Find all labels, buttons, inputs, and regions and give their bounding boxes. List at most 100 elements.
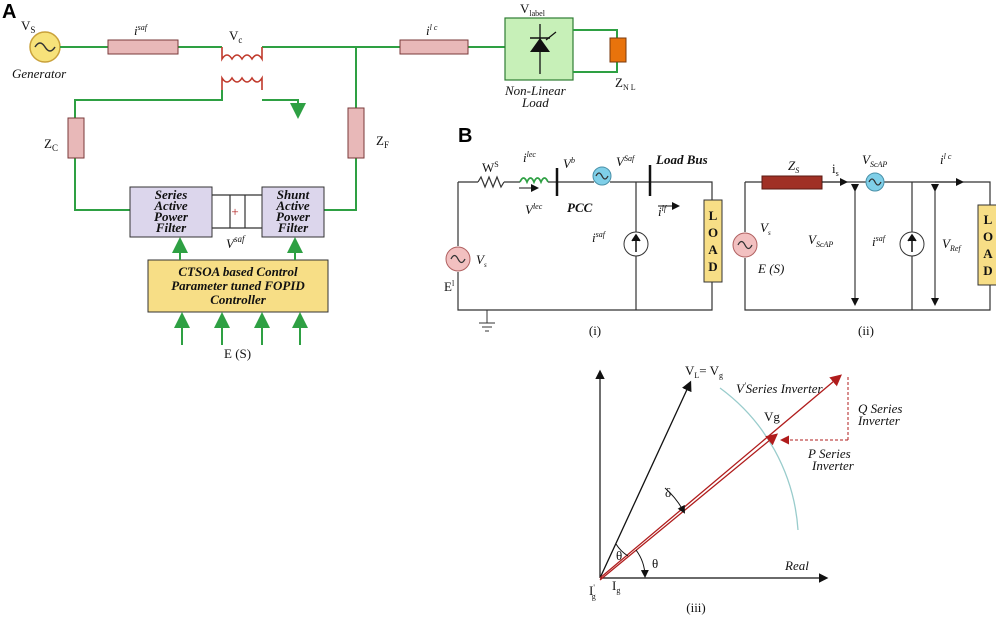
vc-label: Vc — [229, 28, 242, 45]
caption-ii: (ii) — [858, 323, 874, 338]
ilc-label-ii: il c — [940, 152, 952, 167]
series-branch-wire — [74, 90, 223, 211]
vg-label: Vg — [764, 409, 780, 424]
shunt-line2: Active — [275, 198, 309, 213]
vscap-label: VScAP — [808, 232, 833, 249]
circuit-i-wire — [457, 181, 713, 311]
vsaf-label-a: Vsaf — [226, 234, 246, 251]
v-series-phasor — [599, 374, 842, 579]
es-label-a: E (S) — [224, 346, 251, 361]
delta-label: δ — [665, 485, 671, 500]
theta2-arc — [635, 549, 649, 578]
ig-label: Ig — [612, 578, 620, 595]
ilc-label-a: il c — [426, 23, 438, 38]
zf-label: ZF — [376, 133, 389, 150]
is-label: is — [832, 161, 839, 178]
isaf-label-ii: isaf — [872, 234, 887, 249]
shunt-line1: Shunt — [277, 187, 310, 202]
caption-iii: (iii) — [686, 600, 706, 615]
shunt-branch-wire — [322, 47, 357, 211]
theta1-label: θ — [616, 548, 622, 563]
p-line1: P Series — [807, 446, 851, 461]
ig-prime-label: I'g — [589, 583, 596, 601]
series-apf-box — [129, 186, 213, 238]
dc-link-wire — [212, 194, 262, 229]
isaf-label-b: isaf — [592, 230, 607, 245]
isaf-resistor — [107, 39, 179, 55]
v-series-label: V'Series Inverter — [736, 381, 824, 396]
q-line2: Inverter — [857, 413, 901, 428]
dc-link-capacitor-icon: + — [231, 204, 238, 219]
shunt-line4: Filter — [277, 220, 309, 235]
series-line4: Filter — [155, 220, 187, 235]
ws-resistor-icon — [477, 175, 505, 189]
nll-line1: Non-Linear — [504, 83, 567, 98]
shunt-line3: Power — [276, 209, 311, 224]
zc-impedance — [67, 117, 85, 159]
q-line1: Q Series — [858, 401, 902, 416]
vsaf-label-b: VSaf — [616, 154, 636, 169]
delta-arc — [664, 487, 685, 514]
theta2-label: θ — [652, 556, 658, 571]
ctrl-line3: Controller — [210, 292, 267, 307]
vref-label: VRef — [942, 236, 962, 253]
load-bus-label: Load Bus — [655, 152, 708, 167]
ws-label: WS — [482, 160, 499, 175]
ctrl-line2: Parameter tuned FOPID — [171, 278, 305, 293]
vscap-top-label: VScAP — [862, 152, 887, 169]
e-label-i: El — [444, 279, 455, 294]
vs-label: VS — [21, 18, 35, 35]
znl-wire — [573, 29, 618, 73]
real-label: Real — [784, 558, 809, 573]
load-ii-box — [977, 204, 996, 286]
locus-arc — [719, 387, 799, 531]
caption-i: (i) — [589, 323, 601, 338]
series-line3: Power — [154, 209, 189, 224]
series-transformer-icon — [221, 47, 263, 90]
vs-label-i: Vs — [476, 252, 487, 269]
vc-arrow — [262, 99, 306, 119]
ctrl-line1: CTSOA based Control — [178, 264, 298, 279]
panel-a-label: A — [2, 1, 16, 23]
panel-b-label: B — [458, 125, 472, 147]
znl-label: ZN L — [615, 75, 636, 92]
vg-phasor — [599, 433, 779, 581]
vsaf-source-icon — [592, 166, 612, 186]
series-line2: Active — [153, 198, 187, 213]
znl-impedance — [609, 37, 627, 63]
vl-eq-label: VL= Vg — [685, 363, 723, 380]
generator-label: Generator — [12, 66, 67, 81]
es-label-ii: E (S) — [757, 261, 784, 276]
ilec-label: ilec — [523, 150, 536, 165]
zc-label: ZC — [44, 136, 58, 153]
il-label: ilf — [658, 204, 668, 219]
thyristor-icon — [530, 24, 557, 74]
current-source-i-icon — [623, 231, 649, 257]
zs-label: ZS — [788, 158, 799, 175]
ilc-resistor — [399, 39, 469, 55]
vscap-source-icon — [865, 172, 885, 192]
vlec-label: Vlec — [525, 202, 543, 217]
vs-label-ii: Vs — [760, 220, 771, 237]
shunt-apf-box — [261, 186, 325, 238]
isaf-label-a: isaf — [134, 23, 149, 38]
inductor-icon — [519, 177, 549, 185]
source-i-icon — [445, 246, 471, 272]
series-line1: Series — [155, 187, 188, 202]
p-line2: Inverter — [811, 458, 855, 473]
ground-icon — [479, 310, 495, 332]
source-ii-icon — [732, 232, 758, 258]
nll-line2: Load — [521, 95, 549, 110]
pcc-label: PCC — [567, 200, 593, 215]
theta1-arc — [615, 543, 629, 557]
vb-label: Vb — [563, 156, 575, 171]
controller-box — [147, 259, 329, 313]
vl-phasor — [599, 380, 692, 579]
vlabel-label: Vlabel — [520, 1, 546, 18]
load-i-box — [703, 199, 723, 283]
current-source-ii-icon — [899, 231, 925, 257]
zf-impedance — [347, 107, 365, 159]
